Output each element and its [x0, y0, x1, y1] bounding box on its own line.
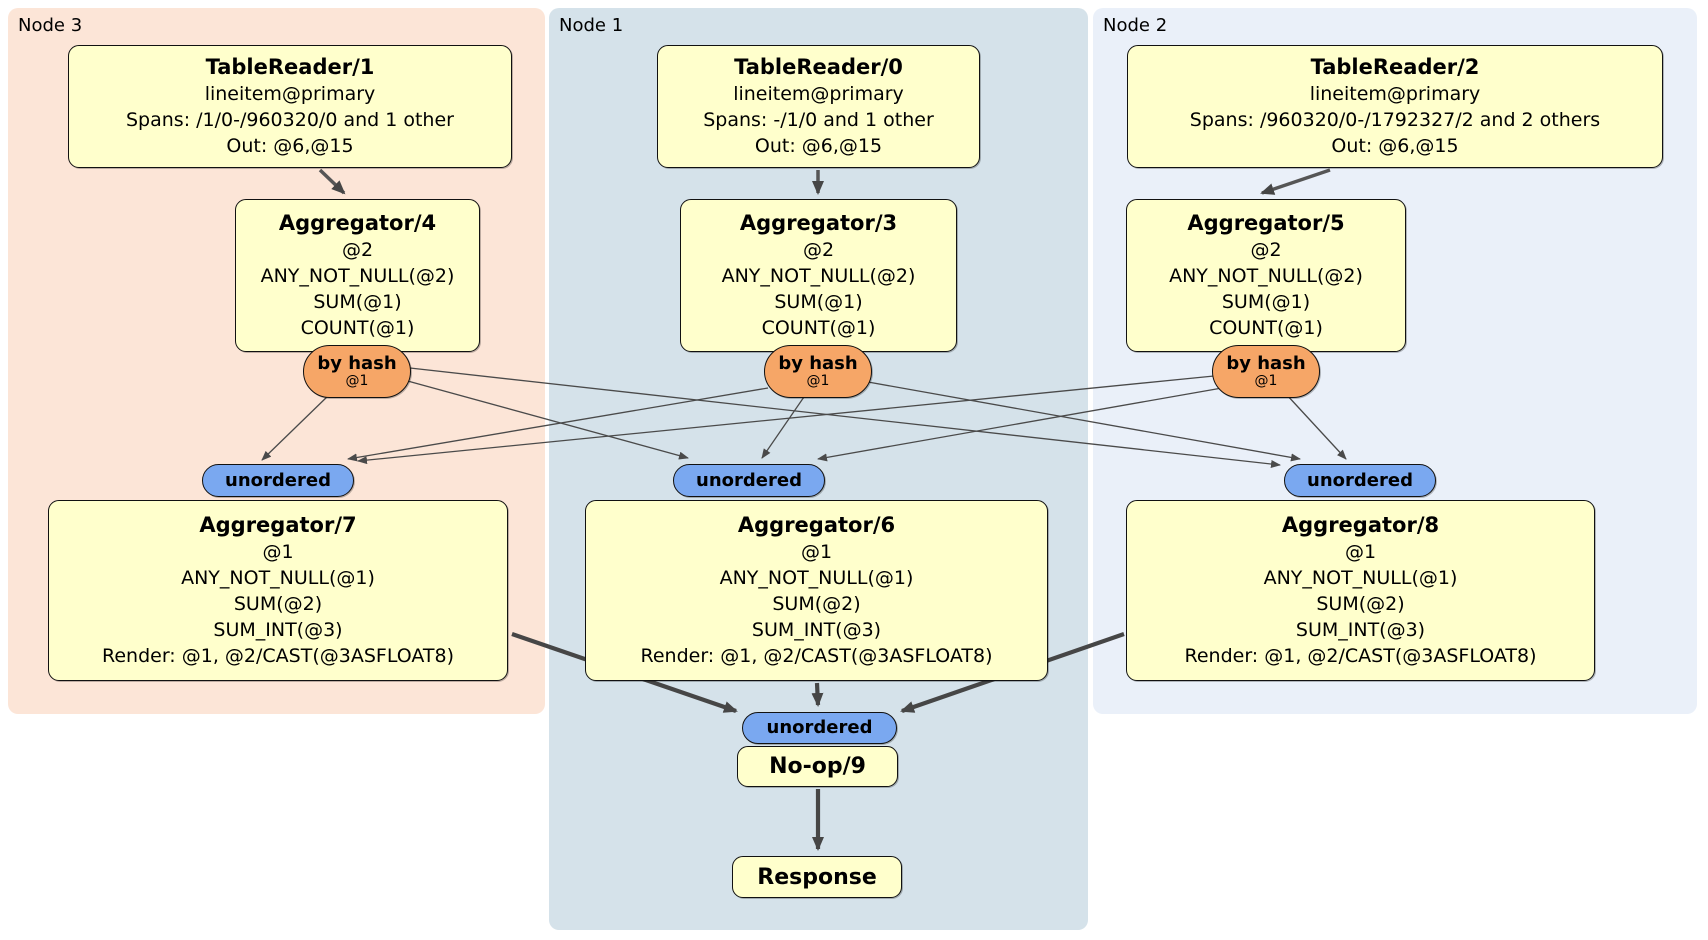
sync-unordered-7: unordered: [202, 464, 354, 497]
box-line: Out: @6,@15: [754, 135, 883, 157]
box-aggregator-7: Aggregator/7 @1 ANY_NOT_NULL(@1) SUM(@2)…: [48, 500, 508, 681]
box-line: Spans: -/1/0 and 1 other: [703, 109, 934, 131]
box-title: Aggregator/7: [199, 513, 357, 537]
box-line: @2: [802, 239, 835, 261]
box-aggregator-6: Aggregator/6 @1 ANY_NOT_NULL(@1) SUM(@2)…: [585, 500, 1048, 681]
box-title: Aggregator/4: [278, 211, 437, 235]
box-title: Aggregator/3: [739, 211, 898, 235]
edge-bh3-un8: [867, 381, 1301, 462]
router-sublabel: @1: [345, 373, 369, 389]
edge-tr1-agg4: [318, 168, 346, 195]
edge-bh5-un8: [1285, 393, 1347, 460]
box-line: SUM(@2): [233, 593, 323, 615]
box-line: Render: @1, @2/CAST(@3ASFLOAT8): [1184, 645, 1537, 667]
sync-unordered-6: unordered: [673, 464, 825, 497]
box-line: COUNT(@1): [761, 317, 876, 339]
box-title: Response: [757, 864, 877, 890]
box-title: TableReader/2: [1310, 55, 1480, 79]
sync-label: unordered: [696, 469, 802, 491]
box-aggregator-3: Aggregator/3 @2 ANY_NOT_NULL(@2) SUM(@1)…: [680, 199, 957, 352]
box-tablereader-2: TableReader/2 lineitem@primary Spans: /9…: [1127, 45, 1663, 168]
router-label: by hash: [778, 353, 858, 374]
box-line: lineitem@primary: [1309, 83, 1481, 105]
box-line: COUNT(@1): [1209, 317, 1323, 339]
box-line: COUNT(@1): [300, 317, 415, 339]
box-line: SUM(@2): [772, 593, 861, 615]
edge-tr2-agg5: [1260, 168, 1331, 195]
box-line: @1: [262, 541, 294, 563]
edge-bh5-un6: [817, 387, 1223, 462]
box-line: Spans: /960320/0-/1792327/2 and 2 others: [1189, 109, 1601, 131]
edge-bh4-un7: [261, 393, 331, 461]
box-noop-9: No-op/9: [737, 746, 898, 787]
box-tablereader-1: TableReader/1 lineitem@primary Spans: /1…: [68, 45, 512, 168]
edge-agg6-un9: [811, 682, 824, 707]
box-line: Render: @1, @2/CAST(@3ASFLOAT8): [640, 645, 993, 667]
box-response: Response: [732, 856, 902, 898]
box-line: @2: [341, 239, 374, 261]
box-line: SUM_INT(@3): [213, 619, 343, 641]
box-line: lineitem@primary: [204, 83, 376, 105]
region-node2-label: Node 2: [1103, 15, 1168, 36]
box-line: SUM(@1): [774, 291, 863, 313]
box-title: No-op/9: [769, 754, 866, 779]
box-line: ANY_NOT_NULL(@2): [260, 265, 455, 287]
router-sublabel: @1: [806, 373, 830, 389]
box-title: TableReader/1: [205, 55, 375, 79]
box-line: @1: [1344, 541, 1377, 563]
edge-bh4-un8: [409, 367, 1281, 468]
box-line: SUM_INT(@3): [1295, 619, 1426, 641]
sync-unordered-9: unordered: [742, 712, 897, 744]
box-line: lineitem@primary: [733, 83, 904, 105]
box-line: @1: [800, 541, 833, 563]
box-title: TableReader/0: [734, 55, 903, 79]
box-title: Aggregator/6: [737, 513, 896, 537]
box-aggregator-5: Aggregator/5 @2 ANY_NOT_NULL(@2) SUM(@1)…: [1126, 199, 1406, 352]
router-by-hash-5: by hash @1: [1212, 345, 1320, 398]
box-line: SUM_INT(@3): [751, 619, 882, 641]
box-line: Spans: /1/0-/960320/0 and 1 other: [126, 109, 454, 131]
box-line: Out: @6,@15: [226, 135, 354, 157]
router-sublabel: @1: [1254, 373, 1278, 389]
box-aggregator-4: Aggregator/4 @2 ANY_NOT_NULL(@2) SUM(@1)…: [235, 199, 480, 352]
sync-label: unordered: [225, 469, 331, 491]
box-line: @2: [1250, 239, 1282, 261]
region-node3-label: Node 3: [18, 15, 83, 36]
box-line: ANY_NOT_NULL(@1): [1263, 567, 1458, 589]
router-label: by hash: [1226, 353, 1306, 374]
box-line: SUM(@1): [1221, 291, 1311, 313]
box-line: SUM(@2): [1316, 593, 1405, 615]
box-line: ANY_NOT_NULL(@2): [1169, 265, 1363, 287]
box-title: Aggregator/5: [1187, 211, 1345, 235]
box-line: Render: @1, @2/CAST(@3ASFLOAT8): [102, 645, 454, 667]
edge-bh3-un6: [761, 393, 807, 459]
box-line: ANY_NOT_NULL(@2): [721, 265, 916, 287]
router-label: by hash: [317, 353, 397, 374]
sync-label: unordered: [766, 717, 873, 738]
edge-bh5-un7: [357, 375, 1215, 465]
router-by-hash-3: by hash @1: [764, 345, 872, 398]
box-title: Aggregator/8: [1281, 513, 1440, 537]
box-tablereader-0: TableReader/0 lineitem@primary Spans: -/…: [657, 45, 980, 168]
region-node1-label: Node 1: [559, 15, 624, 36]
box-line: SUM(@1): [313, 291, 402, 313]
box-line: Out: @6,@15: [1331, 135, 1459, 157]
edge-bh3-un7: [347, 387, 769, 462]
edge-bh4-un6: [403, 379, 689, 460]
sync-unordered-8: unordered: [1284, 464, 1436, 497]
box-line: ANY_NOT_NULL(@1): [181, 567, 375, 589]
box-line: ANY_NOT_NULL(@1): [719, 567, 914, 589]
sync-label: unordered: [1307, 469, 1413, 491]
box-aggregator-8: Aggregator/8 @1 ANY_NOT_NULL(@1) SUM(@2)…: [1126, 500, 1595, 681]
router-by-hash-4: by hash @1: [303, 345, 411, 398]
